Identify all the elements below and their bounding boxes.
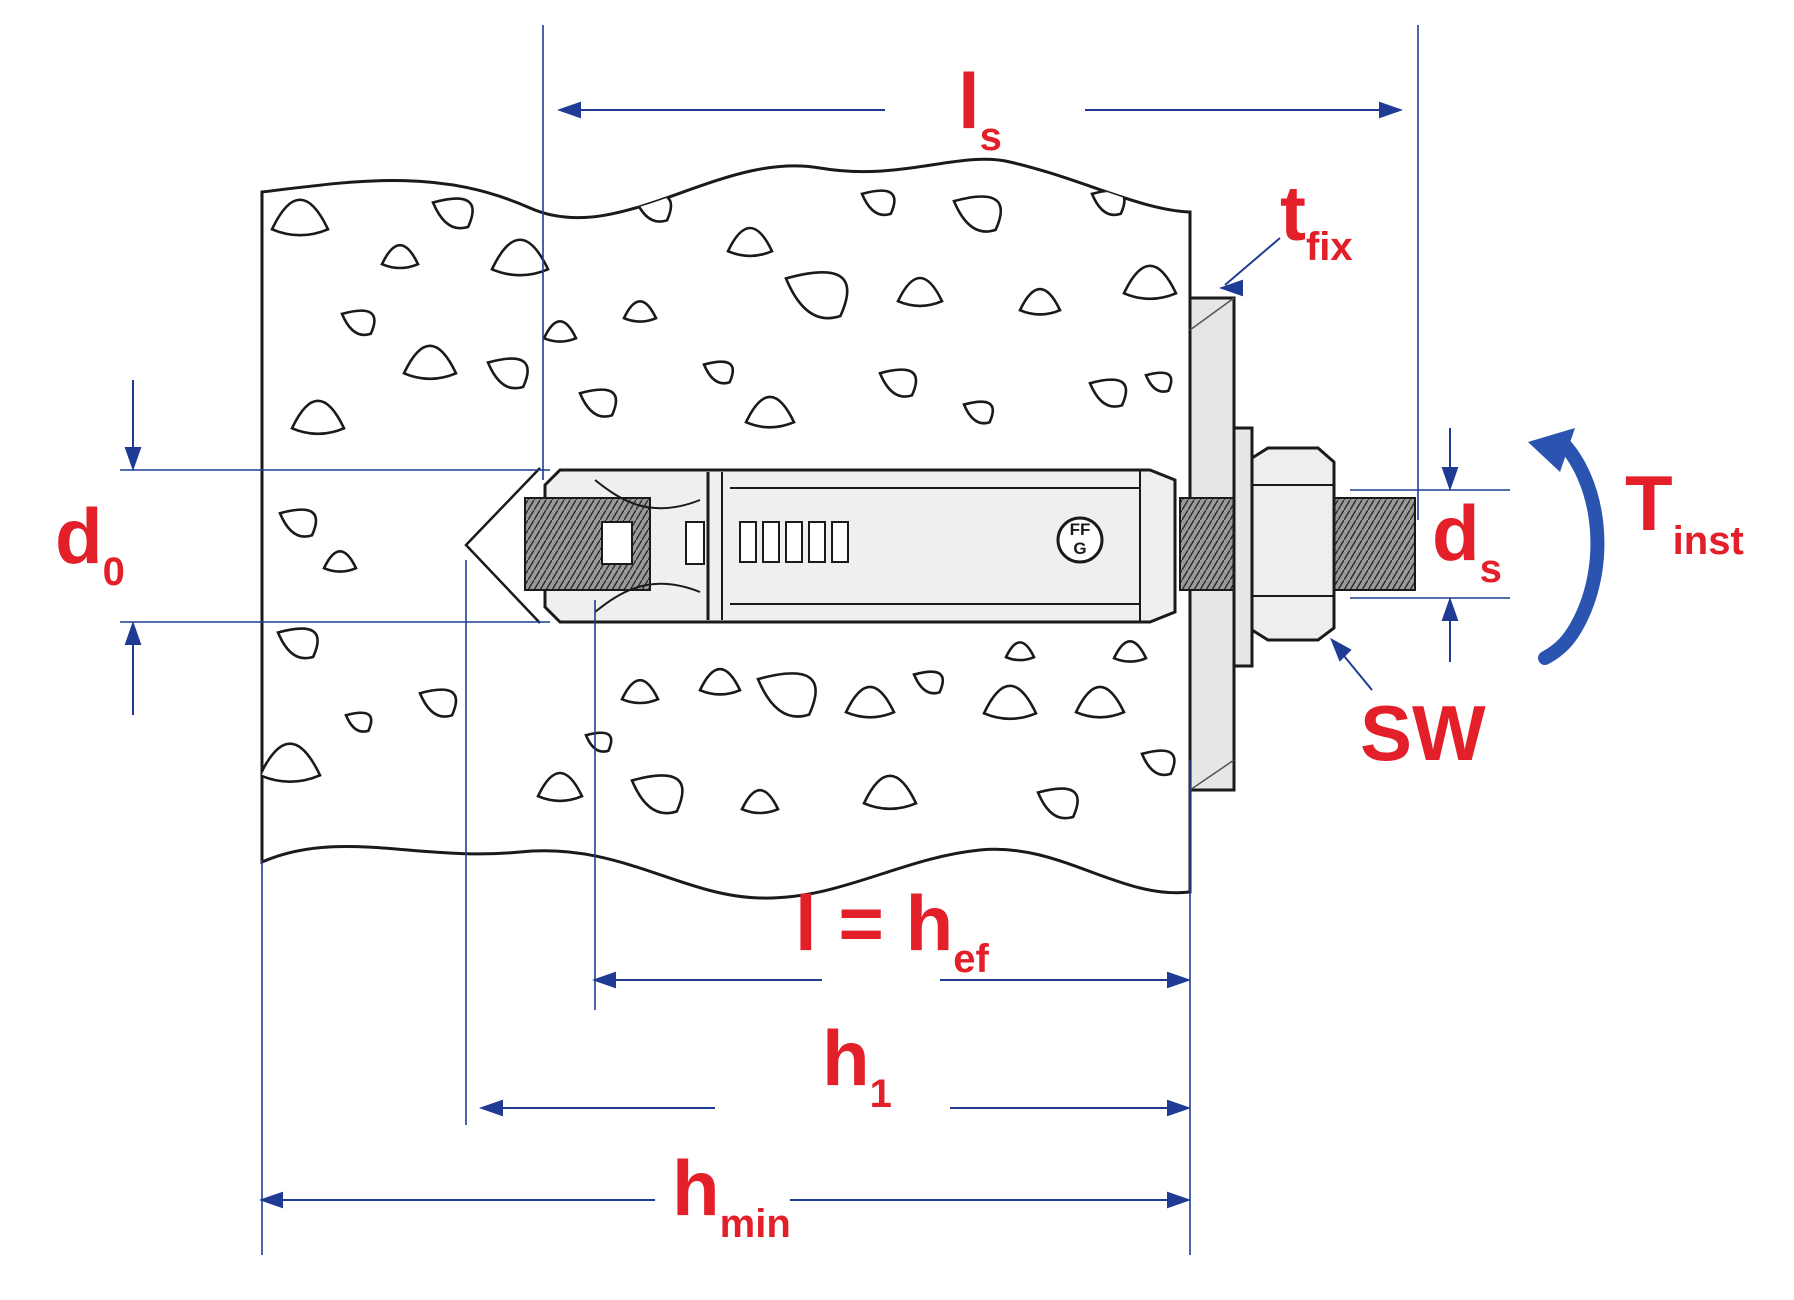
aggregate-stone (630, 774, 684, 815)
sleeve-slot (831, 521, 849, 563)
arrowhead-ds-top (1441, 467, 1459, 492)
manufacturer-logo: FF G (1056, 516, 1104, 564)
aggregate-stone (1036, 787, 1079, 820)
label-h1: h1 (822, 1014, 892, 1116)
sleeve-slot (762, 521, 780, 563)
aggregate-stone (1140, 749, 1176, 777)
arrowhead-h1-left (478, 1099, 503, 1117)
aggregate-stone (536, 771, 584, 803)
aggregate-stone (1004, 641, 1036, 662)
aggregate-stone (380, 244, 420, 270)
aggregate-stone (431, 197, 474, 230)
aggregate-stone (744, 395, 796, 429)
label-tinst: Tinst (1625, 459, 1744, 563)
aggregate-stone (1088, 378, 1128, 408)
arrowhead-sw (1330, 637, 1352, 662)
aggregate-stone (344, 711, 373, 733)
aggregate-stone (740, 789, 780, 815)
sleeve-slot (785, 521, 803, 563)
arrowhead-ls-right (1379, 101, 1404, 119)
expansion-sleeve (524, 468, 1177, 624)
arrowhead-d0-bottom (124, 620, 142, 645)
aggregate-stone (418, 688, 458, 718)
arrowhead-hmin-right (1167, 1191, 1192, 1209)
aggregate-stone (702, 360, 735, 385)
label-tfix: tfix (1280, 169, 1353, 269)
aggregate-stones (262, 189, 1178, 820)
aggregate-stone (726, 226, 774, 258)
aggregate-stone (982, 684, 1038, 721)
hex-nut (1250, 446, 1336, 642)
aggregate-stone (1144, 371, 1173, 393)
aggregate-stone (542, 320, 578, 343)
aggregate-stone (860, 189, 896, 217)
arrowhead-hef-left (591, 971, 616, 989)
arrowhead-ds-bottom (1441, 596, 1459, 621)
aggregate-stone (756, 672, 817, 718)
arrowhead-d0-top (124, 447, 142, 472)
logo-text-top: FF (1070, 520, 1091, 539)
sleeve-slot (739, 521, 757, 563)
drill-hole-cone-tip (464, 467, 541, 624)
sleeve-slot (808, 521, 826, 563)
aggregate-stone (486, 357, 529, 390)
aggregate-stone (276, 627, 319, 660)
aggregate-stone (698, 668, 742, 696)
leader-tfix (1224, 237, 1281, 286)
aggregate-stone (622, 300, 658, 323)
aggregate-stone (1018, 288, 1062, 316)
label-l-equals-hef: l = hef (795, 879, 989, 981)
label-sw: SW (1360, 689, 1486, 777)
arrowhead-tfix (1218, 279, 1243, 297)
label-hmin: hmin (672, 1144, 791, 1246)
aggregate-stone (1074, 685, 1126, 719)
dimension-labels: ls tfix d0 ds Tinst SW l = hef h1 hmin (55, 57, 1744, 1246)
aggregate-stone (896, 276, 944, 308)
arrowhead-hef-right (1167, 971, 1192, 989)
torque-rotation-arrow (1528, 428, 1605, 665)
label-ds: ds (1432, 489, 1502, 591)
aggregate-stone (952, 195, 1002, 233)
aggregate-stone (862, 774, 918, 811)
label-d0: d0 (55, 492, 125, 594)
aggregate-stone (844, 685, 896, 719)
aggregate-stone (584, 731, 613, 753)
aggregate-stone (402, 344, 458, 381)
aggregate-stone (962, 400, 995, 425)
arrowhead-h1-right (1167, 1099, 1192, 1117)
washer (1232, 426, 1254, 668)
aggregate-stone (490, 238, 550, 277)
arrowhead-ls-left (556, 101, 581, 119)
dimension-arrows (124, 101, 1459, 1209)
aggregate-stone (784, 271, 849, 320)
aggregate-stone (340, 309, 376, 337)
aggregate-stone (1112, 640, 1148, 663)
aggregate-stone (270, 198, 330, 237)
logo-text-bottom: G (1073, 539, 1086, 558)
aggregate-stone (322, 550, 358, 573)
aggregate-stone (912, 670, 945, 695)
aggregate-stone (262, 742, 322, 783)
label-ls: ls (958, 57, 1002, 159)
aggregate-stone (578, 388, 618, 418)
aggregate-stone (620, 679, 660, 705)
extension-lines (120, 25, 1510, 1255)
aggregate-stone (1122, 264, 1178, 301)
aggregate-stone (278, 508, 318, 538)
arrowhead-hmin-left (258, 1191, 283, 1209)
aggregate-stone (878, 368, 918, 398)
aggregate-stone (290, 399, 346, 436)
